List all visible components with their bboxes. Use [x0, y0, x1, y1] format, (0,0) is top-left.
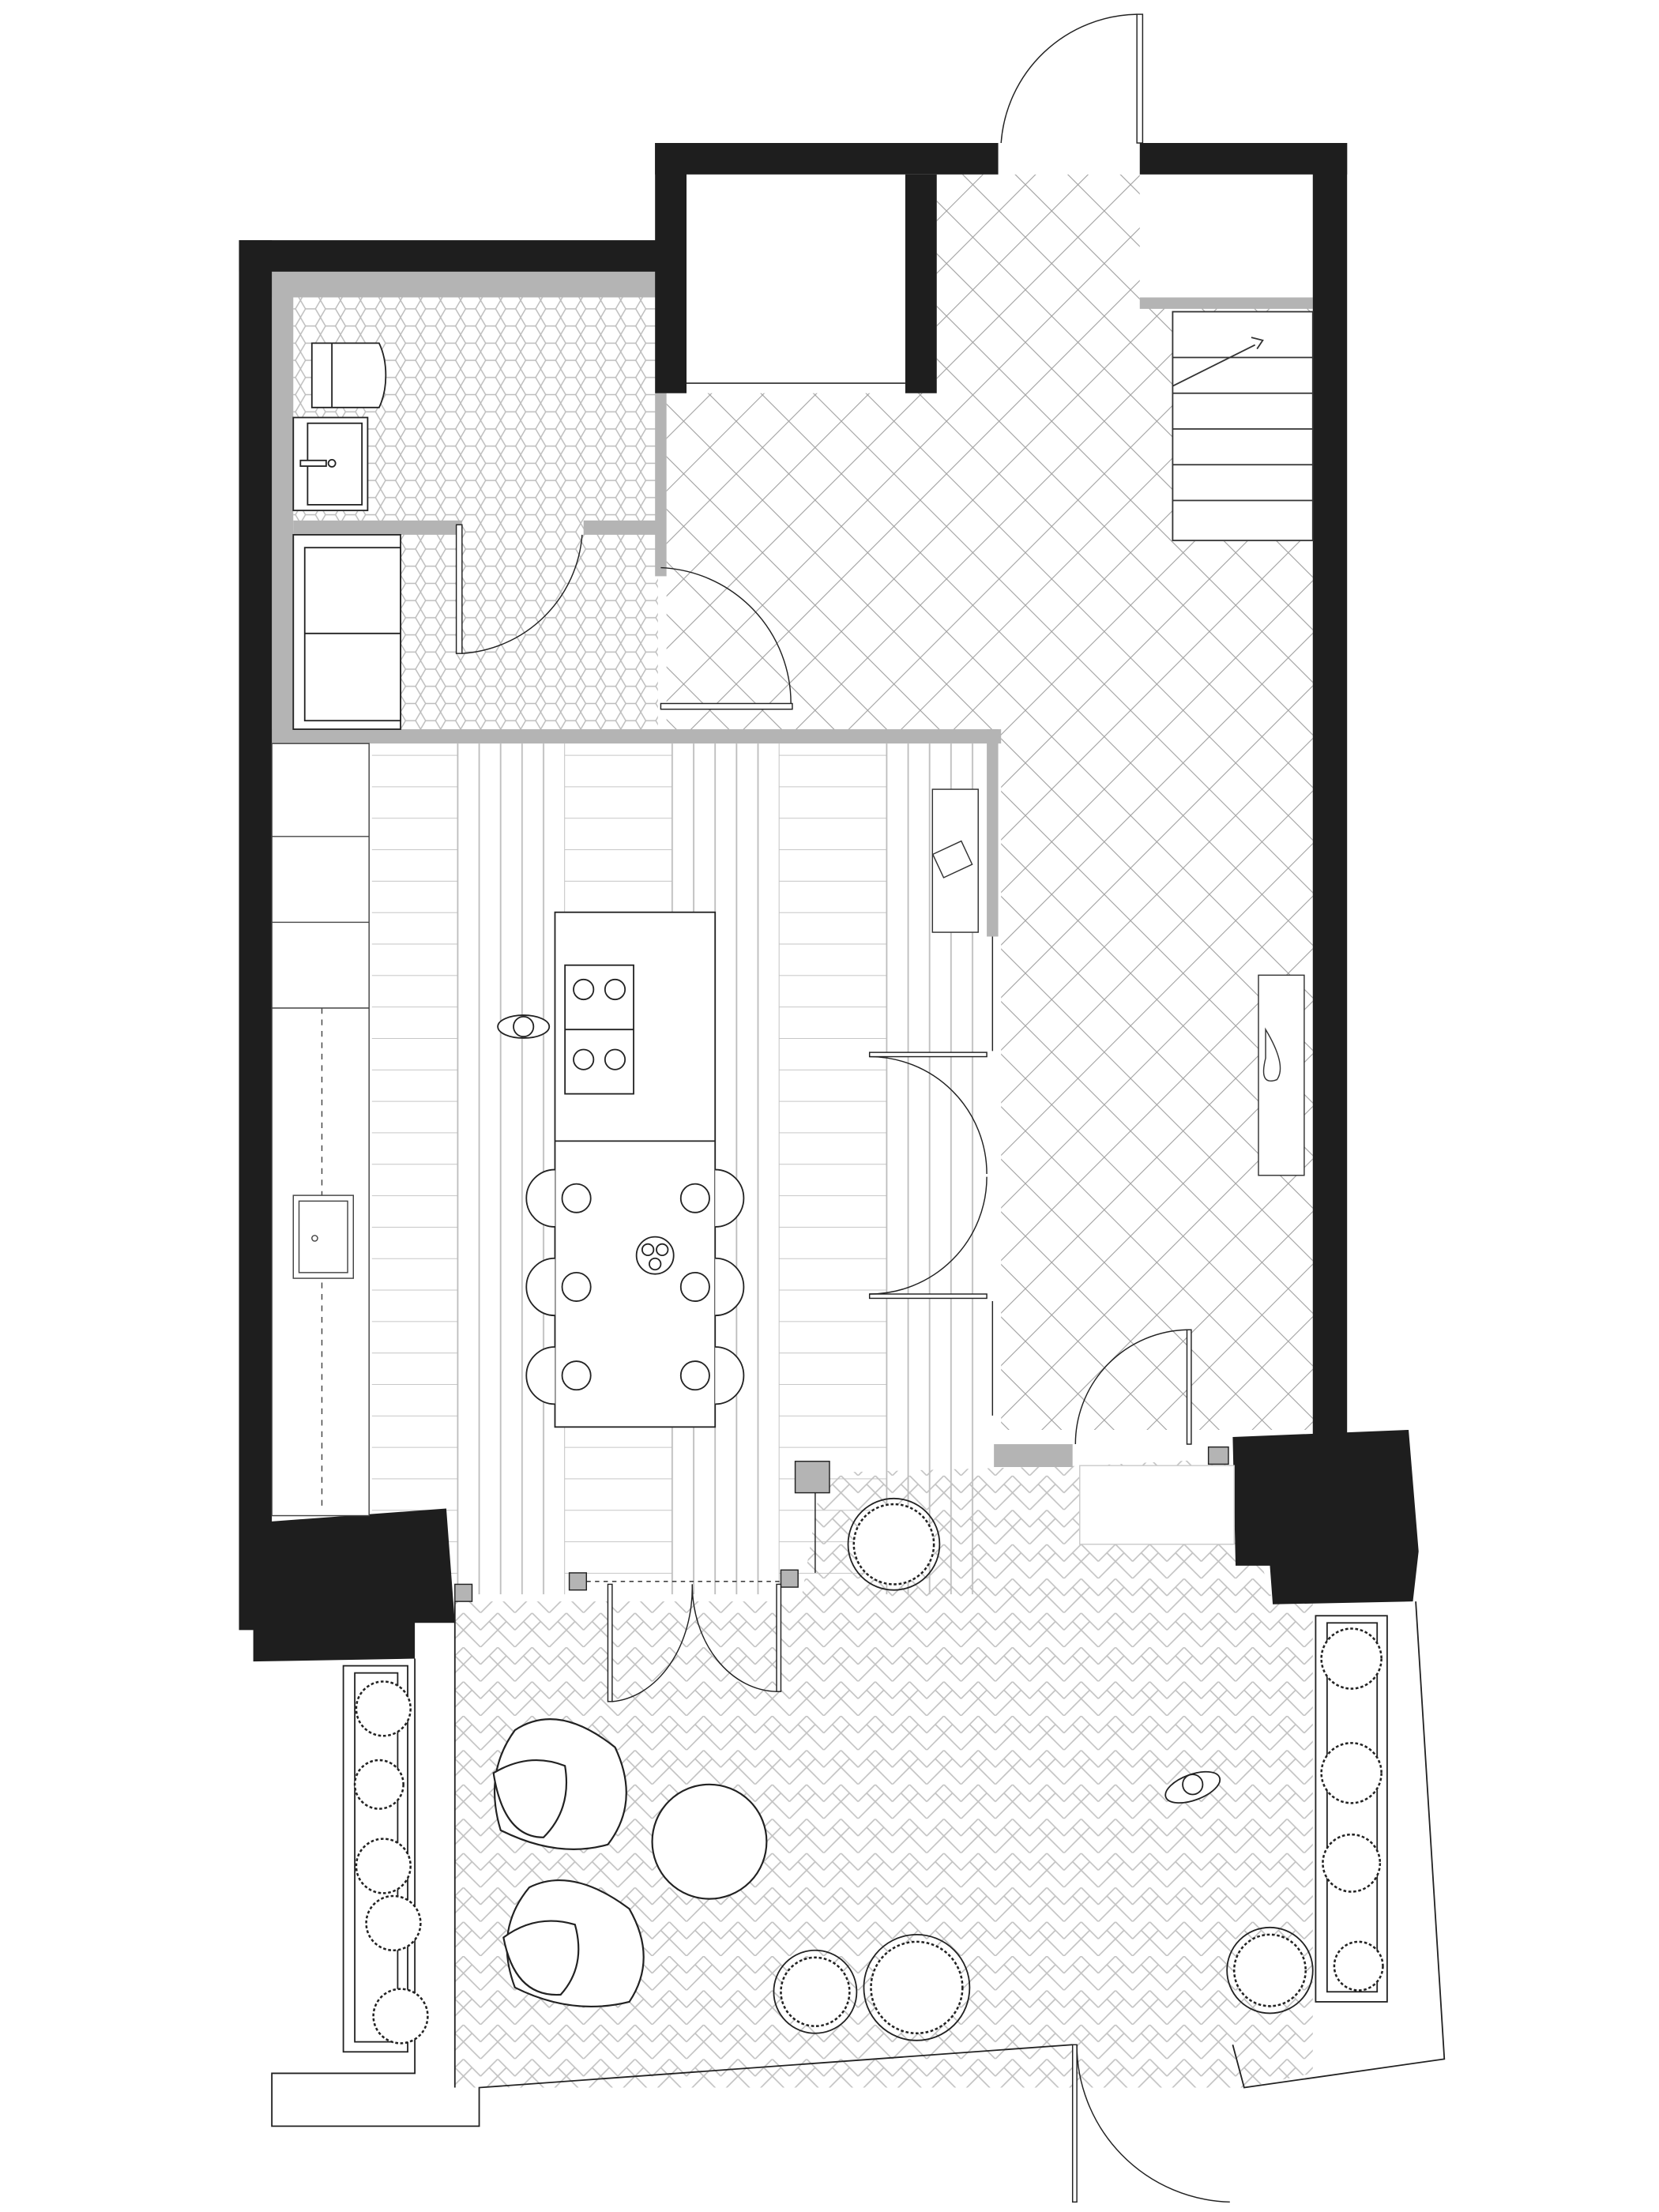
floor-finishes	[293, 174, 1313, 2088]
stair-icon[interactable]	[1172, 310, 1314, 542]
wall-top-mid	[655, 142, 999, 175]
toilet-icon	[310, 342, 387, 408]
pier-left	[253, 1508, 455, 1662]
wall-right	[1312, 142, 1348, 1438]
person-icon	[497, 1014, 1221, 1804]
hob-icon	[564, 964, 634, 1095]
terrace-post	[994, 1444, 1073, 1468]
bath-wall-right	[655, 393, 667, 577]
wall-top-right	[1139, 142, 1348, 175]
entrance-door[interactable]	[1000, 13, 1144, 144]
kitchen-island	[525, 911, 745, 1428]
hall-bench	[1258, 974, 1305, 1176]
terrace-doors[interactable]	[454, 1446, 1235, 2203]
plant-pots	[773, 1497, 1314, 2041]
wall-top-left	[239, 240, 658, 272]
wall-tower-right	[905, 174, 937, 393]
terrace-outline	[271, 1601, 1446, 2127]
partition-walls	[272, 271, 1313, 1468]
wall-left	[239, 240, 273, 1631]
hall-double-doors[interactable]	[868, 936, 1192, 1445]
terrace-floor	[454, 1458, 1313, 2088]
kitchen-wall-right	[987, 729, 999, 937]
wall-tower-left	[655, 142, 687, 393]
fruit-bowl	[635, 1236, 675, 1275]
sideboard	[931, 788, 979, 933]
bath-wall-mid2	[583, 520, 658, 535]
bath-wall-top	[272, 271, 658, 298]
utility-cabinet	[292, 534, 401, 730]
exterior-walls	[239, 142, 1419, 1662]
armchair-icon	[492, 1718, 645, 2008]
plant-icon	[353, 1503, 1384, 2045]
pier-right	[1232, 1429, 1419, 1604]
bath-wall-bottom	[272, 729, 1002, 744]
stair-wall	[1139, 297, 1313, 309]
bath-wall-mid	[293, 520, 462, 535]
hall-floor	[666, 174, 1313, 1430]
door-swing-icon[interactable]	[455, 524, 793, 710]
washbasin-icon	[292, 416, 369, 512]
bath-wall-left	[272, 271, 294, 744]
round-table	[651, 1783, 768, 1900]
kitchen-counter	[271, 743, 370, 1517]
dining-chairs	[525, 1168, 745, 1405]
